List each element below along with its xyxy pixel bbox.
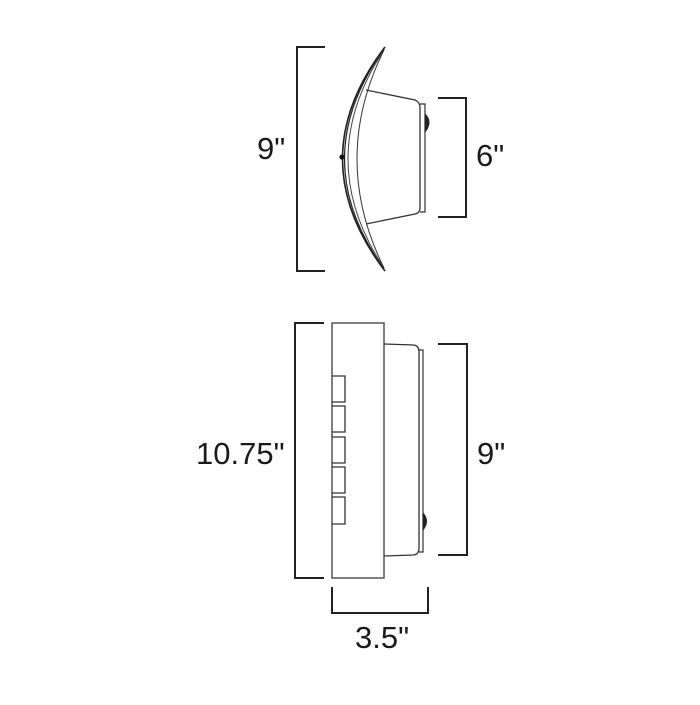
- vent-slots: [332, 375, 346, 525]
- front-view: [294, 322, 468, 614]
- shade-panel: [331, 322, 385, 579]
- crescent-shade-outer: [341, 46, 386, 272]
- top-overall-height-label: 9": [257, 131, 286, 166]
- bottom-depth-label: 3.5": [355, 620, 410, 655]
- bottom-overall-height-label: 10.75": [196, 436, 285, 471]
- depth-bracket: [331, 587, 429, 614]
- top-body-height-label: 6": [476, 138, 505, 173]
- bottom-body-height-label: 9": [477, 436, 506, 471]
- side-view: [296, 46, 467, 272]
- knob-icon: [422, 511, 427, 532]
- body-housing: [383, 343, 420, 557]
- body-height-bracket: [438, 97, 467, 218]
- body-height-bracket: [438, 343, 468, 556]
- back-plate: [420, 103, 426, 213]
- knob-icon: [424, 112, 430, 134]
- crescent-shade-inner: [356, 49, 385, 269]
- back-plate: [419, 349, 424, 553]
- screw-dot: [339, 154, 345, 160]
- body-housing: [365, 89, 421, 225]
- overall-height-bracket: [294, 322, 324, 579]
- overall-height-bracket: [296, 46, 325, 272]
